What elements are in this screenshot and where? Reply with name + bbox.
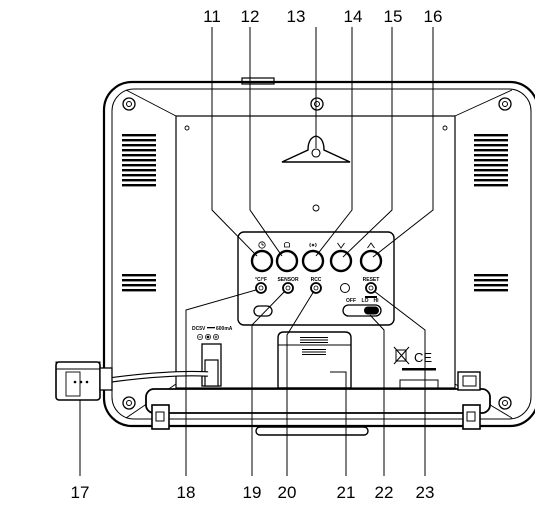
callout-14: 14	[344, 7, 363, 26]
vent-slot	[474, 134, 508, 137]
plate-holes	[184, 125, 448, 212]
callout-20: 20	[278, 483, 297, 502]
vent-slot	[474, 279, 508, 282]
radio-button[interactable]	[301, 249, 325, 273]
down-button[interactable]	[329, 249, 353, 273]
screw-icons	[122, 97, 512, 410]
polarity-icon	[197, 334, 219, 340]
external-sensor	[55, 361, 113, 401]
switch-lo-label: LO	[362, 298, 369, 304]
ce-mark: CE	[414, 350, 432, 365]
vent-slot	[122, 174, 156, 177]
vent-slot	[474, 274, 508, 277]
callout-21: 21	[337, 483, 356, 502]
alarm-clock-icon	[258, 241, 266, 249]
callout-23: 23	[416, 483, 435, 502]
up-button[interactable]	[359, 249, 383, 273]
vent-slot	[474, 144, 508, 147]
dimmer-switch[interactable]	[342, 304, 382, 317]
vent-slot	[474, 179, 508, 182]
vent-slot	[122, 154, 156, 157]
label-bar	[402, 368, 436, 371]
housing-outer	[102, 80, 535, 428]
weee-bin-icon	[393, 346, 410, 365]
housing-inner	[111, 88, 532, 420]
control-panel	[237, 231, 395, 326]
vent-slot	[122, 179, 156, 182]
vent-slot	[122, 164, 156, 167]
vent-slot	[474, 154, 508, 157]
switch-off-label: OFF	[346, 298, 356, 304]
vent-slot	[122, 274, 156, 277]
bell-icon	[284, 241, 290, 248]
callout-numbers: 11 12 13 14 15 16 17 18 19 20 21 22 23	[71, 7, 443, 502]
battery-door	[277, 331, 352, 389]
callout-18: 18	[177, 483, 196, 502]
reset-button[interactable]	[365, 282, 377, 294]
callout-17: 17	[71, 483, 90, 502]
vent-slot	[474, 289, 508, 292]
cf-button[interactable]	[255, 282, 267, 294]
dc-symbol	[207, 327, 215, 329]
vent-slot	[474, 184, 508, 187]
vent-slot	[122, 169, 156, 172]
vent-slot	[474, 174, 508, 177]
switch-hi-label: HI	[374, 298, 380, 304]
vent-slot	[474, 159, 508, 162]
vent-slot	[474, 169, 508, 172]
leader-lines	[79, 27, 434, 476]
reset-underline	[365, 296, 377, 298]
vent-slot	[474, 149, 508, 152]
chevron-down-icon	[337, 242, 345, 249]
callout-13: 13	[287, 7, 306, 26]
vent-slot	[122, 284, 156, 287]
snooze-button[interactable]	[275, 249, 299, 273]
rcc-label: RCC	[311, 277, 322, 283]
cf-label: °C/°F	[255, 277, 267, 283]
indicator-hole	[340, 283, 350, 293]
sensor-button[interactable]	[282, 282, 294, 294]
reset-label: RESET	[363, 277, 380, 283]
callout-15: 15	[384, 7, 403, 26]
callout-11: 11	[203, 7, 221, 26]
vent-slot	[122, 144, 156, 147]
rcc-button[interactable]	[310, 282, 322, 294]
power-label: DC5V	[192, 326, 206, 332]
vent-slots	[122, 134, 508, 292]
vent-slot	[474, 284, 508, 287]
vent-slot	[474, 164, 508, 167]
vent-slot	[122, 279, 156, 282]
vent-slot	[474, 139, 508, 142]
power-rating: 600mA	[216, 326, 233, 332]
vent-slot	[122, 149, 156, 152]
callout-19: 19	[243, 483, 262, 502]
base-stand	[145, 371, 491, 436]
callout-12: 12	[241, 7, 260, 26]
vent-slot	[122, 184, 156, 187]
sensor-label: SENSOR	[277, 277, 299, 283]
vent-slot	[122, 139, 156, 142]
radio-wave-icon	[309, 242, 317, 248]
label-plate	[399, 379, 439, 389]
vent-slot	[122, 134, 156, 137]
vent-slot	[122, 159, 156, 162]
chevron-up-icon	[367, 242, 375, 249]
vent-slot	[122, 289, 156, 292]
callout-22: 22	[375, 483, 394, 502]
callout-16: 16	[424, 7, 443, 26]
